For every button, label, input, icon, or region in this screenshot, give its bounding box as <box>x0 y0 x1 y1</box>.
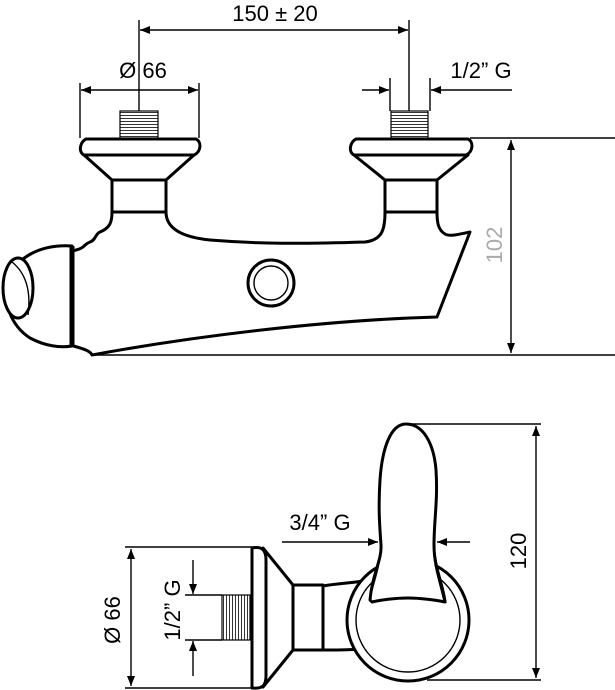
right-eccentric-connector <box>348 110 474 214</box>
outlet-thread-label: 3/4” G <box>289 510 350 535</box>
dimension-side-inlet-thread: 1/2” G <box>160 560 222 676</box>
knob-cap <box>1 256 35 320</box>
side-view: 3/4” G 120 Ø 66 1/2” G <box>100 422 541 690</box>
mixing-lever <box>368 422 447 604</box>
spacing-label: 150 ± 20 <box>232 1 317 26</box>
left-eccentric-connector <box>78 110 202 214</box>
dimension-side-flange-diameter: Ø 66 <box>100 546 258 689</box>
dimension-height-120: 120 <box>410 423 541 681</box>
height-102-label: 102 <box>482 227 507 264</box>
diverter-button-inner <box>253 265 289 301</box>
side-inlet-thread-label: 1/2” G <box>160 579 185 640</box>
side-flange-diameter-label: Ø 66 <box>100 596 125 644</box>
diverter-button-outer <box>246 258 296 308</box>
side-neck <box>291 583 325 652</box>
dimension-outlet-thread: 3/4” G <box>282 510 470 546</box>
dimension-inlet-thread: 1/2” G <box>362 58 512 111</box>
dimension-height-102: 102 <box>92 137 615 356</box>
height-120-label: 120 <box>506 533 531 570</box>
inlet-thread-label: 1/2” G <box>450 58 511 83</box>
dimension-spacing: 150 ± 20 <box>138 1 410 111</box>
flange-diameter-label: Ø 66 <box>119 58 167 83</box>
side-inlet-thread <box>221 594 251 641</box>
side-flange <box>250 546 268 690</box>
dimension-flange-diameter: Ø 66 <box>79 58 200 138</box>
front-view: 150 ± 20 Ø 66 1/2” G 102 <box>1 1 615 357</box>
